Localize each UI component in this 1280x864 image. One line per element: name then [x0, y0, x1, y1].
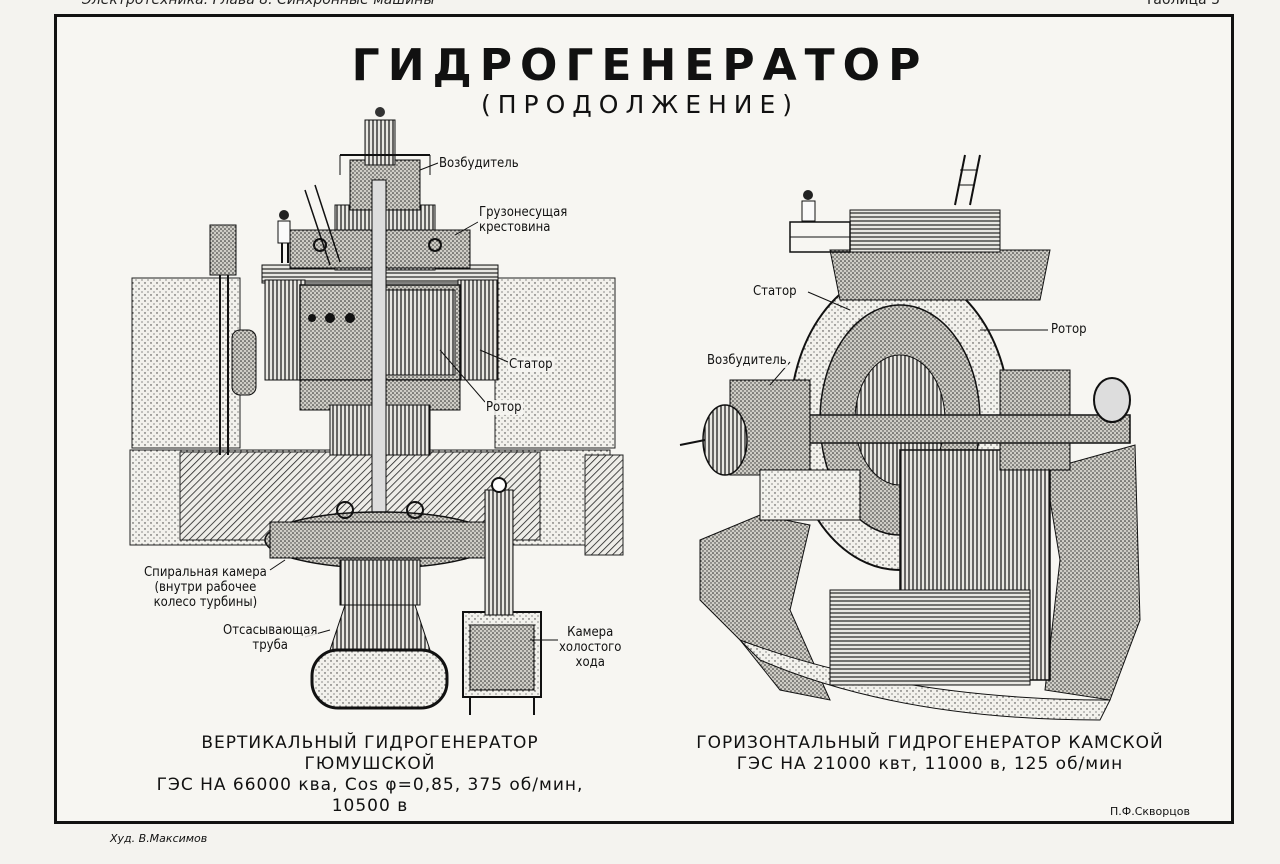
header-chapter: Электротехника. Глава 8. Синхронные маши…: [82, 0, 435, 8]
header-table-number: Таблица 5: [1144, 0, 1220, 8]
caption-left: ВЕРТИКАЛЬНЫЙ ГИДРОГЕНЕРАТОР ГЮМУШСКОЙ ГЭ…: [140, 733, 600, 817]
label-stator-left: Статор: [508, 357, 554, 372]
vertical-generator-drawing: [129, 107, 624, 715]
label-spider: Грузонесущая крестовина: [478, 205, 569, 235]
label-exciter-left: Возбудитель: [438, 156, 520, 171]
caption-right: ГОРИЗОНТАЛЬНЫЙ ГИДРОГЕНЕРАТОР КАМСКОЙ ГЭ…: [690, 733, 1170, 775]
caption-left-line2: ГЭС НА 66000 ква, Cos φ=0,85, 375 об/мин…: [156, 775, 584, 795]
label-exciter-right: Возбудитель: [706, 353, 788, 368]
poster-subtitle: (ПРОДОЛЖЕНИЕ): [480, 90, 800, 119]
label-idle-chamber: Камера холостого хода: [558, 625, 623, 670]
label-rotor-left: Ротор: [485, 400, 523, 415]
poster-title: ГИДРОГЕНЕРАТОР: [351, 40, 929, 91]
artist-credit: Худ. В.Максимов: [110, 832, 208, 845]
caption-left-line3: 10500 в: [331, 796, 409, 816]
caption-left-line1: ВЕРТИКАЛЬНЫЙ ГИДРОГЕНЕРАТОР ГЮМУШСКОЙ: [201, 733, 539, 774]
author-credit: П.Ф.Скворцов: [1110, 805, 1190, 818]
label-rotor-right: Ротор: [1050, 322, 1088, 337]
label-stator-right: Статор: [752, 284, 798, 299]
label-spiral-chamber: Спиральная камера (внутри рабочее колесо…: [143, 565, 268, 610]
caption-right-line1: ГОРИЗОНТАЛЬНЫЙ ГИДРОГЕНЕРАТОР КАМСКОЙ: [696, 733, 1164, 753]
caption-right-line2: ГЭС НА 21000 квт, 11000 в, 125 об/мин: [736, 754, 1124, 774]
horizontal-generator-drawing: [679, 154, 1141, 721]
label-draft-tube: Отсасывающая труба: [222, 623, 319, 653]
